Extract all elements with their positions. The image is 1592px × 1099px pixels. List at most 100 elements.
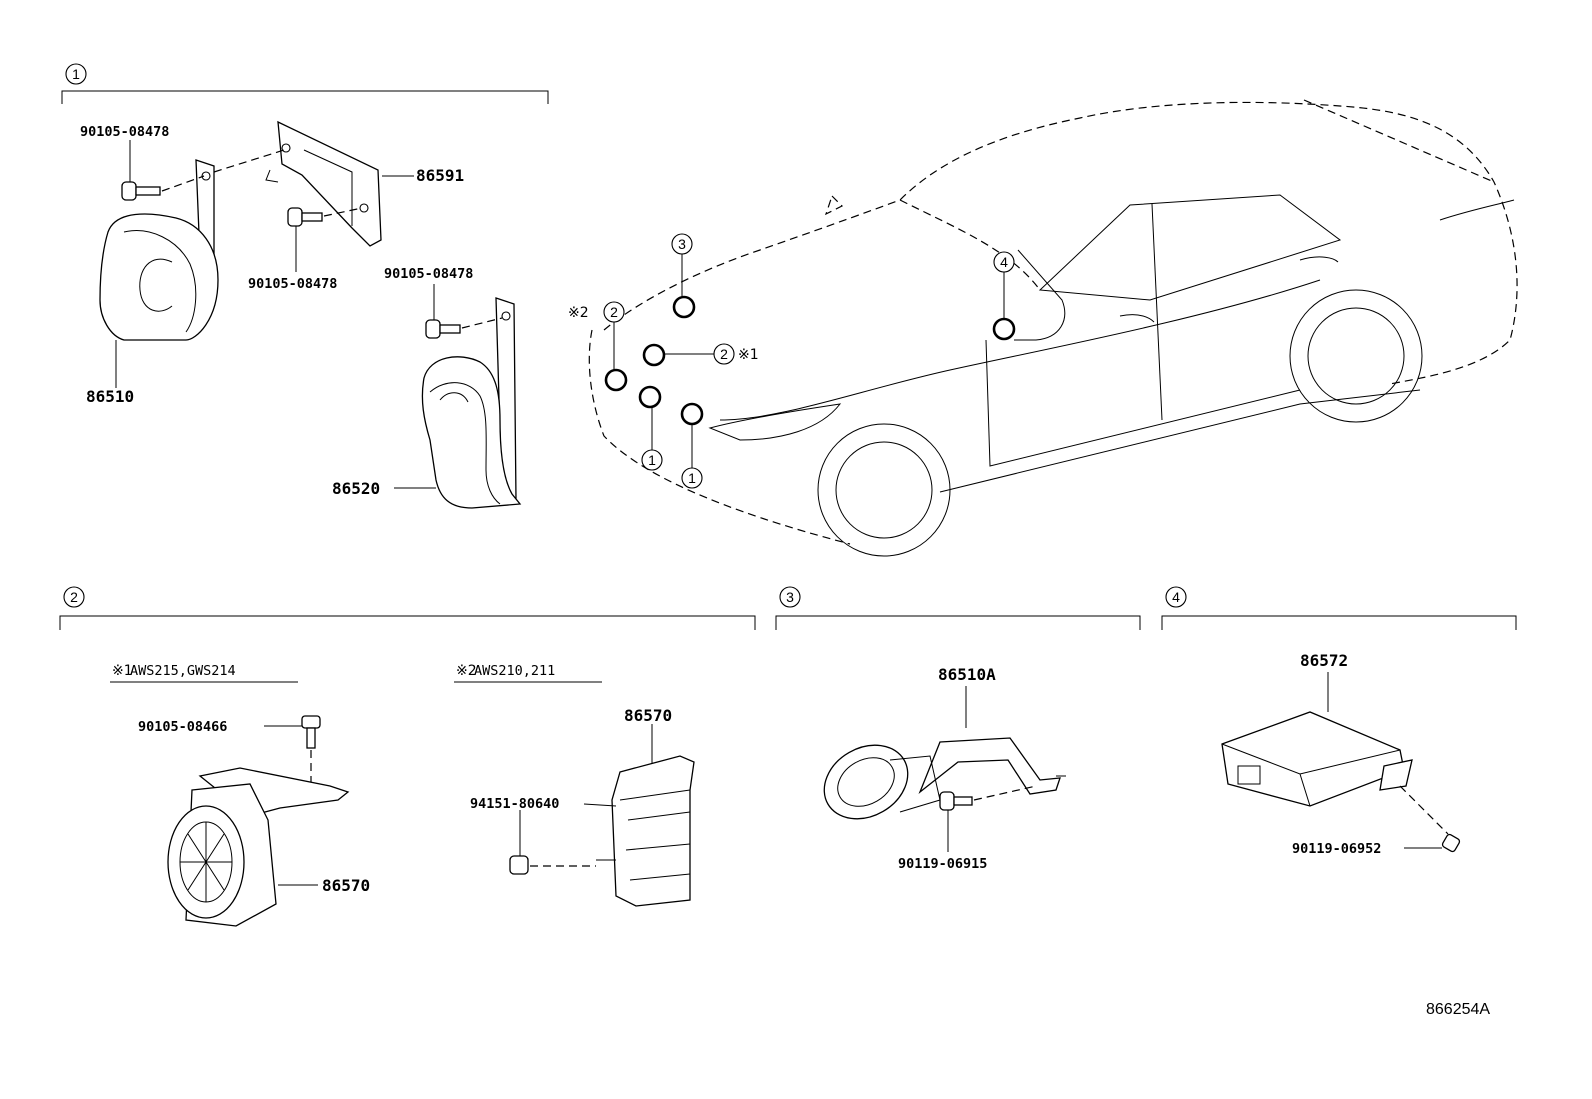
horn-86510-body <box>99 213 219 341</box>
part-86572-edges <box>1221 743 1401 807</box>
label-siren-a: 86570 <box>322 876 370 895</box>
label-86520: 86520 <box>332 479 380 498</box>
callout-2b-ref: 2 <box>720 346 728 362</box>
bolt-b-icon <box>287 207 363 227</box>
horn-86520-mouth <box>439 392 469 403</box>
siren-b-ribs <box>619 789 691 881</box>
section-2-header: 2 <box>59 586 756 630</box>
section-4-parts: 86572 90119-06952 <box>1221 651 1461 857</box>
bolt-06952-head <box>1441 833 1461 853</box>
section-1-parts: 86591 86510 90105-08478 90105-08478 <box>80 120 522 509</box>
bracket-86591-edge <box>303 149 353 226</box>
car-door-handle-front <box>1119 314 1155 323</box>
bolt-c-head <box>425 319 441 339</box>
horn-86510-rim <box>123 230 197 333</box>
note-1-text: AWS215,GWS214 <box>130 663 236 679</box>
section-3-ref: 3 <box>786 589 794 605</box>
car-rear-wheel <box>1307 307 1405 405</box>
section-3-ref-circle <box>779 586 801 608</box>
callout-2a-ref: 2 <box>610 304 618 320</box>
horn-86510-c-mark <box>139 258 173 312</box>
bolt-a-shank <box>135 186 161 196</box>
bolt-06915-head <box>939 791 955 811</box>
siren-a-spokes <box>180 822 232 902</box>
part-86510A-bracket <box>918 737 1061 795</box>
label-86510A: 86510A <box>938 665 996 684</box>
location-marker-3 <box>672 295 696 319</box>
label-06952: 90119-06952 <box>1292 841 1381 857</box>
section-3-parts: 86510A 90119-06915 <box>823 665 1066 872</box>
bolt-b-shank <box>301 212 323 222</box>
car-sill <box>939 389 1421 493</box>
bolt-90119-06915-icon <box>939 785 1037 811</box>
bracket-86591-shape <box>277 120 382 247</box>
part-86572-dash <box>1399 785 1449 835</box>
callout-4-ref: 4 <box>1000 254 1008 270</box>
car-side-windows <box>1038 194 1342 301</box>
siren-b-body <box>611 755 695 907</box>
horn-86510-bracket-hole <box>201 171 211 181</box>
bolt-b-dash <box>323 207 363 217</box>
section-3-bracket <box>775 615 1141 630</box>
section-4-bracket <box>1161 615 1517 630</box>
bracket-86591-hole-2 <box>359 203 369 213</box>
bracket-86591-tab <box>265 169 279 183</box>
car-antenna <box>824 194 844 216</box>
part-86510A-horn <box>823 744 909 820</box>
callout-2a-mark: ※2 <box>568 305 589 321</box>
section-4-header: 4 <box>1161 586 1517 630</box>
part-86510A-horn-ring <box>837 757 895 807</box>
car-taillamp <box>1439 199 1515 221</box>
section-1-header: 1 <box>61 63 549 104</box>
bolt-06915-dash <box>973 785 1037 801</box>
label-06915: 90119-06915 <box>898 856 987 872</box>
car-outline: 3 ※2 2 2 ※1 1 1 4 <box>568 99 1518 557</box>
label-86572: 86572 <box>1300 651 1348 670</box>
callout-1b-ref: 1 <box>688 470 696 486</box>
car-mirror <box>1014 249 1066 341</box>
label-siren-b: 86570 <box>624 706 672 725</box>
car-rear-tyre <box>1289 289 1423 423</box>
bolt-08466-head <box>301 715 321 729</box>
location-marker-4 <box>992 317 1016 341</box>
horn-86520-bracket-hole <box>501 311 511 321</box>
section-4-ref: 4 <box>1172 589 1180 605</box>
section-2-ref-circle <box>63 586 85 608</box>
nut-body <box>509 855 529 875</box>
location-marker-1b <box>680 402 704 426</box>
section-1-ref: 1 <box>72 66 80 82</box>
callout-1a-ref: 1 <box>648 452 656 468</box>
callout-2b-mark: ※1 <box>738 347 759 363</box>
bracket-86591-hole <box>281 143 291 153</box>
bracket-join-dash <box>213 149 285 173</box>
part-86572-tab <box>1379 759 1413 791</box>
label-bolt-b: 90105-08478 <box>248 276 337 292</box>
section-2-bracket <box>59 615 756 630</box>
bolt-b-head <box>287 207 303 227</box>
label-bolt-c: 90105-08478 <box>384 266 473 282</box>
location-marker-2a <box>604 368 628 392</box>
car-door-bottom <box>985 339 1301 467</box>
horn-86520-spiral <box>429 382 501 505</box>
car-door-split <box>1151 203 1163 421</box>
car-headlamp <box>708 403 842 441</box>
label-bolt-a: 90105-08478 <box>80 124 169 140</box>
label-nut: 94151-80640 <box>470 796 559 812</box>
section-2-ref: 2 <box>70 589 78 605</box>
section-1-bracket <box>61 90 549 104</box>
bolt-a-head <box>121 181 137 201</box>
car-door-handle-rear <box>1299 256 1339 263</box>
car-front-dash <box>588 329 851 545</box>
section-3-header: 3 <box>775 586 1141 630</box>
siren-b-pin <box>583 803 617 807</box>
car-front-wheel <box>835 441 933 539</box>
bolt-c-shank <box>439 324 461 334</box>
bolt-06915-shank <box>953 796 973 806</box>
bolt-08466-shank <box>306 727 316 749</box>
bolt-a-icon <box>121 175 205 201</box>
nut-94151-icon <box>509 855 596 875</box>
note-2-text: AWS210,211 <box>474 663 555 679</box>
bolt-c-dash <box>461 317 503 329</box>
diagram-code: 866254A <box>1426 1001 1490 1018</box>
